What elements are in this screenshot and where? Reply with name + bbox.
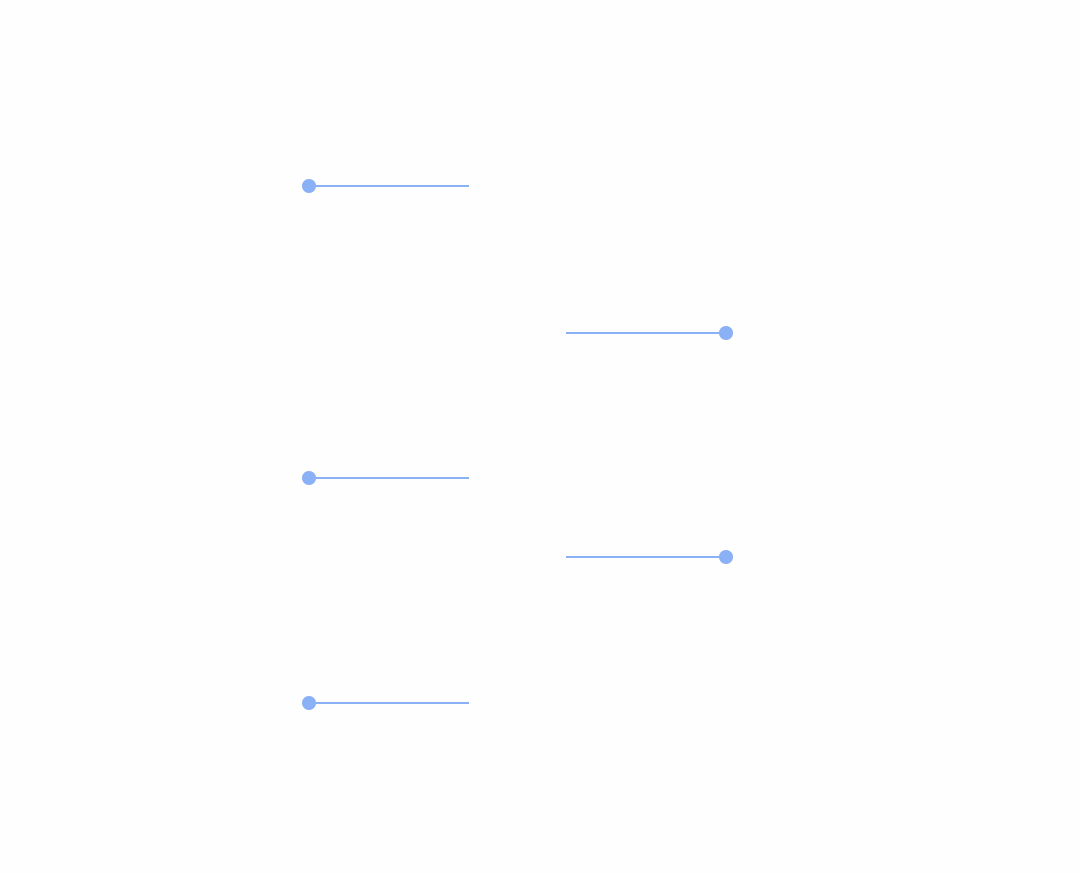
timeline-connector-1: [302, 178, 472, 194]
timeline-connector-5: [302, 695, 472, 711]
timeline-connector-4: [563, 549, 733, 565]
timeline-line: [309, 702, 469, 704]
timeline-dot: [719, 550, 733, 564]
timeline-connector-2: [563, 325, 733, 341]
timeline-line: [566, 332, 726, 334]
timeline-line: [566, 556, 726, 558]
timeline-line: [309, 477, 469, 479]
timeline-line: [309, 185, 469, 187]
timeline-connector-3: [302, 470, 472, 486]
timeline-dot: [719, 326, 733, 340]
